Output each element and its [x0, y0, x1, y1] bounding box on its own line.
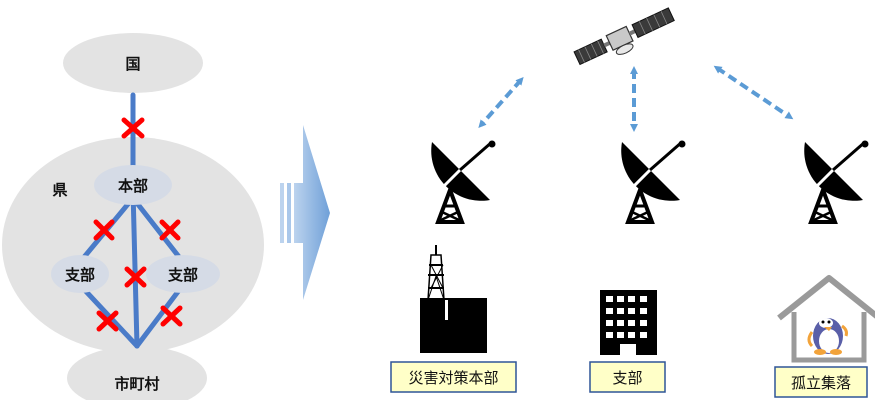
broken-link-icon	[160, 305, 183, 327]
hq-label: 本部	[118, 177, 148, 195]
satellite-dish-icon	[621, 140, 686, 224]
disaster-hq-building-icon	[420, 298, 487, 353]
link-hq-municipality	[130, 187, 140, 349]
link-branch-left-municipality	[77, 282, 140, 349]
link-hq-branch-right	[130, 195, 186, 265]
disaster-hq-label-box: 災害対策本部	[390, 361, 517, 393]
broken-link-icon	[93, 219, 115, 241]
comm-arrow-left	[478, 77, 524, 128]
satellite-dish-icon	[804, 140, 869, 224]
branch-right-label: 支部	[167, 266, 198, 284]
branch-right-ellipse	[146, 255, 220, 293]
broken-link-icon	[124, 266, 147, 288]
broken-link-icon	[121, 117, 145, 139]
link-lines	[77, 92, 186, 349]
satellite-icon	[573, 7, 675, 66]
disaster-hq-label: 災害対策本部	[408, 369, 498, 387]
isolated-village-label: 孤立集落	[791, 374, 851, 392]
branch-left-ellipse	[51, 255, 109, 293]
broken-link-icon	[159, 219, 181, 241]
branch-left-label: 支部	[64, 266, 95, 284]
country-ellipse	[63, 33, 203, 93]
house-icon	[777, 275, 875, 363]
country-label: 国	[125, 55, 140, 73]
branch-label-box: 支部	[589, 361, 666, 393]
comm-arrow-right	[713, 65, 794, 120]
municipality-ellipse	[67, 346, 207, 400]
penguin-icon	[807, 318, 848, 355]
comm-arrows	[478, 65, 794, 132]
broadcast-tower-icon	[427, 245, 445, 301]
arrow-right-icon	[280, 125, 330, 300]
branch-label: 支部	[612, 369, 642, 387]
prefecture-label: 県	[52, 181, 67, 199]
office-building-icon	[600, 290, 657, 355]
link-branch-right-municipality	[134, 282, 186, 349]
broken-link-icons	[93, 117, 183, 332]
broken-link-icon	[96, 310, 119, 332]
satellite-dish-icon	[431, 140, 496, 224]
isolated-village-label-box: 孤立集落	[774, 366, 868, 398]
hq-ellipse	[94, 165, 172, 205]
municipality-label: 市町村	[114, 375, 159, 393]
